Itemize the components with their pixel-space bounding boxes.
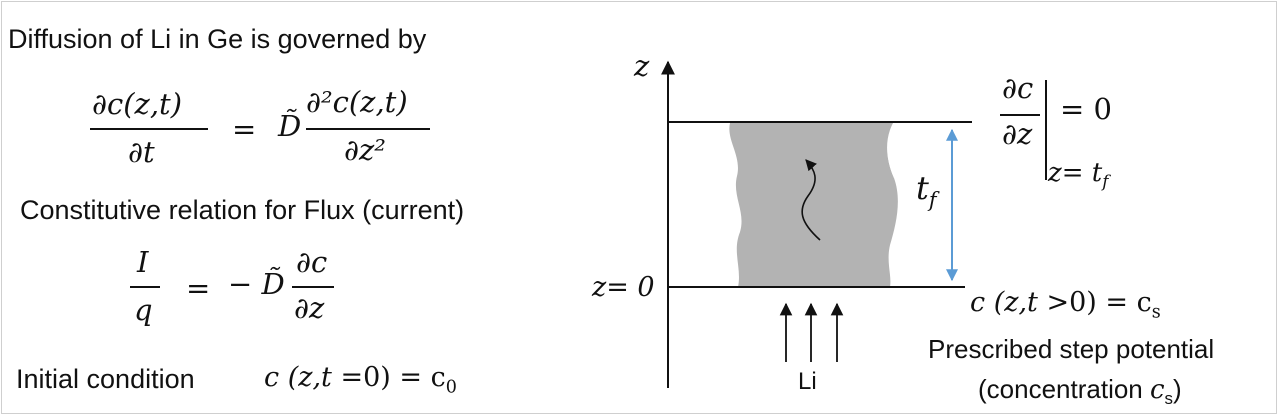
z-zero-label: z= 0: [592, 272, 655, 303]
initial-condition-label: Initial condition: [16, 364, 195, 394]
bottom-bc-equation: c (z,t >0) = cs: [970, 287, 1161, 323]
flux-rhs-numerator: ∂c: [296, 245, 328, 279]
diffusion-rhs-numerator: ∂²c(z,t): [306, 85, 408, 119]
diffusion-rhs-denominator: ∂z²: [344, 133, 386, 167]
diffusion-coefficient: D̃: [278, 109, 302, 143]
top-bc-evaluation: z= tf: [1048, 158, 1109, 192]
flux-lhs-fraction-bar: [130, 286, 160, 288]
ge-film-notch: [887, 123, 900, 178]
diffusion-lhs-numerator: ∂c(z,t): [92, 87, 183, 121]
z-axis-label: z: [634, 49, 650, 83]
flux-equals: =: [186, 271, 211, 305]
flux-rhs-fraction-bar: [292, 286, 334, 288]
initial-condition-equation: c (z,t =0) = c0: [264, 362, 457, 398]
ge-film-region: [729, 123, 898, 287]
top-bc-rhs: = 0: [1060, 92, 1112, 126]
diffusion-lhs-fraction-bar: [90, 128, 208, 130]
diffusion-heading: Diffusion of Li in Ge is governed by: [8, 24, 427, 54]
diffusion-rhs-fraction-bar: [306, 128, 430, 130]
flux-heading: Constitutive relation for Flux (current): [20, 195, 465, 225]
flux-coefficient: − D̃: [228, 267, 285, 301]
step-potential-line2: (concentration cs): [978, 374, 1182, 409]
flux-lhs-numerator: I: [137, 245, 149, 279]
diffusion-lhs-denominator: ∂t: [128, 135, 155, 169]
top-bc-numerator: ∂c: [1002, 71, 1034, 105]
diffusion-equals: =: [232, 112, 257, 146]
thickness-label: tf: [916, 169, 937, 212]
diffusion-path-arrow: [801, 159, 821, 241]
step-potential-line1: Prescribed step potential: [928, 334, 1215, 364]
flux-lhs-denominator: q: [134, 293, 153, 327]
top-bc-denominator: ∂z: [1002, 117, 1033, 151]
flux-rhs-denominator: ∂z: [294, 291, 325, 325]
li-label: Li: [798, 368, 817, 395]
